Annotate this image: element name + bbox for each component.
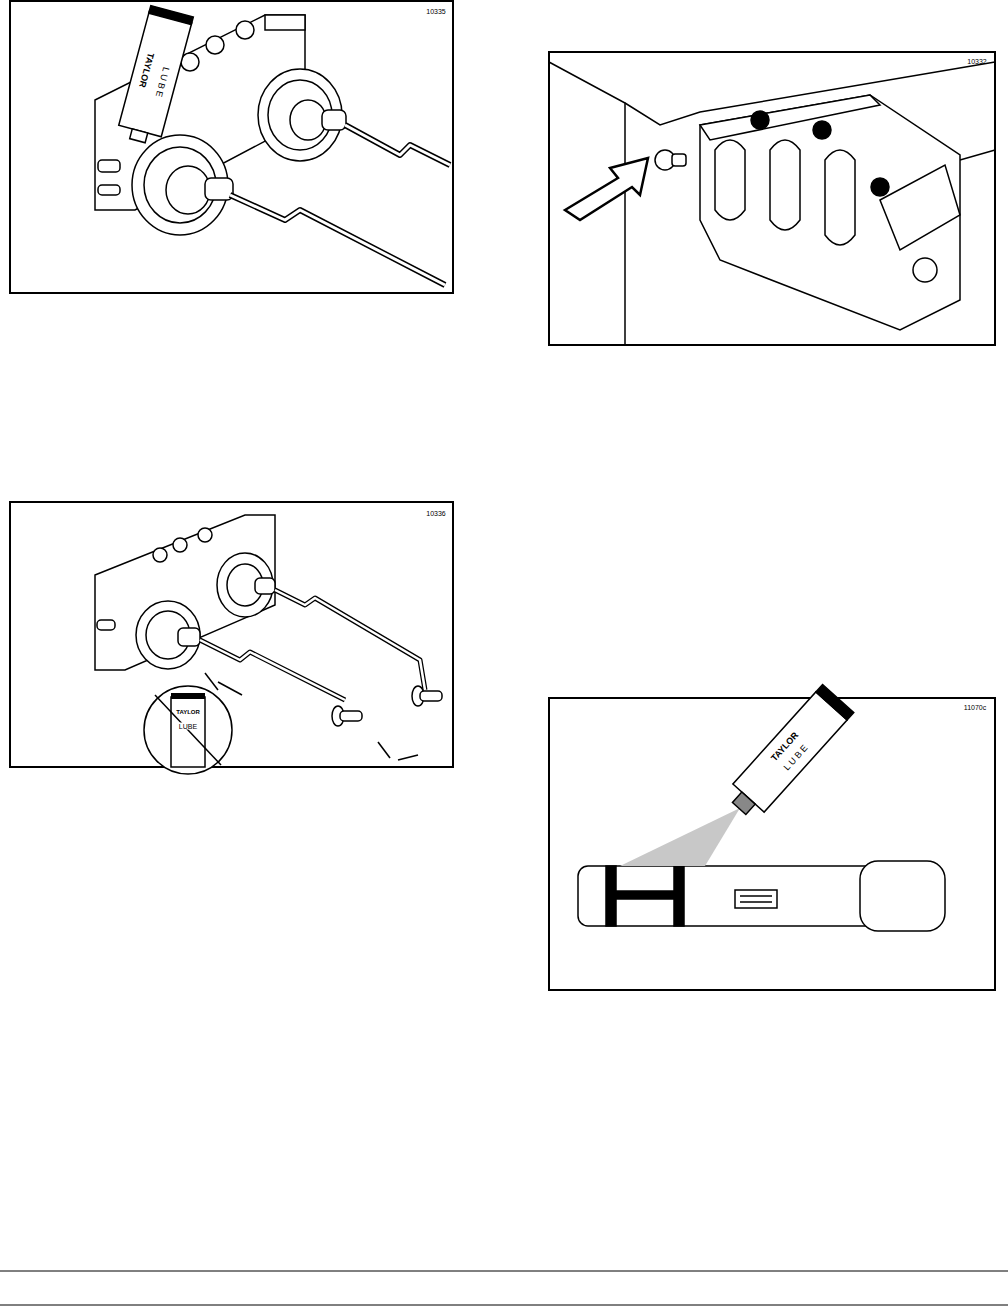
tube-brand: L U B E xyxy=(154,66,171,98)
lube-tube xyxy=(724,684,854,822)
draw-shafts xyxy=(200,590,425,700)
leader-line xyxy=(205,673,418,760)
freezer-door-illustration xyxy=(95,515,275,670)
figure-number: 11070c xyxy=(964,704,986,711)
draw-shafts xyxy=(230,125,450,285)
figure-number: 10335 xyxy=(426,8,445,15)
beater-assembly xyxy=(655,95,960,330)
drive-shaft xyxy=(578,861,945,931)
lube-spread xyxy=(620,808,740,866)
figure-frame xyxy=(549,52,995,345)
tube-brand: TAYLOR xyxy=(137,52,155,89)
tube-brand: LUBE xyxy=(179,723,197,730)
no-lubricant-symbol xyxy=(144,686,232,774)
direction-arrow xyxy=(565,158,648,220)
page-rule xyxy=(0,1271,1008,1305)
figure-number: 10336 xyxy=(426,510,445,517)
shaft-seal xyxy=(332,686,442,726)
figure-number: 10332 xyxy=(967,58,986,65)
freezer-cabinet xyxy=(549,62,995,345)
figure-frame xyxy=(10,1,453,293)
lube-tube xyxy=(116,6,193,147)
tube-brand: TAYLOR xyxy=(176,709,200,715)
